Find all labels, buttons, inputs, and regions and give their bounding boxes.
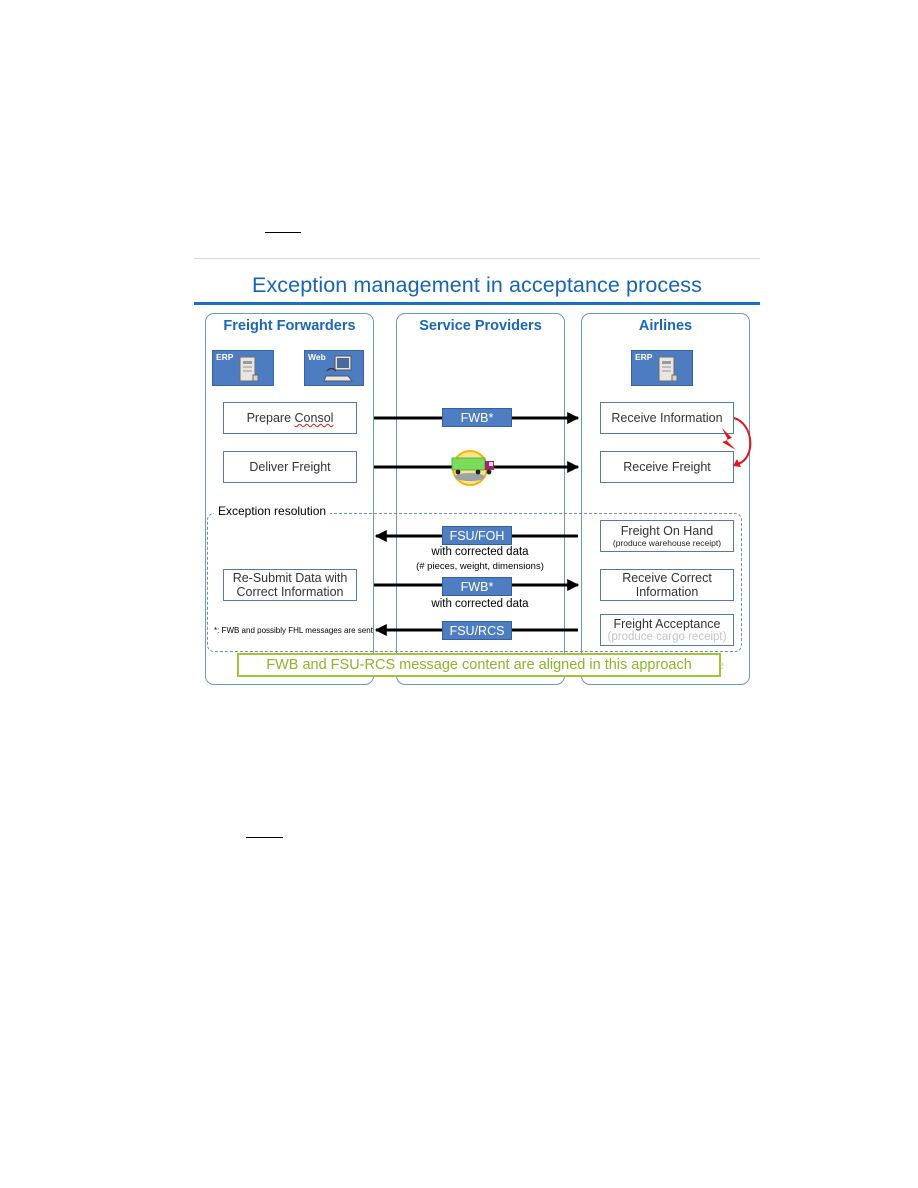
title-rule — [194, 302, 760, 305]
server-tower-icon — [239, 356, 259, 382]
step-receive-freight-text: Receive Freight — [623, 460, 711, 474]
lane-airlines: Airlines — [581, 313, 750, 685]
step-freight-acceptance-text: Freight Acceptance — [613, 616, 721, 631]
step-receive-information-text: Receive Information — [611, 411, 723, 425]
step-receive-correct-line1: Receive Correct — [622, 571, 712, 585]
exception-resolution-label: Exception resolution — [214, 504, 331, 518]
step-freight-on-hand: Freight On Hand (produce warehouse recei… — [600, 520, 734, 552]
fwb-corrected-note: with corrected data — [431, 598, 529, 610]
figure-top-rule — [194, 258, 760, 259]
loop-arrow-icon — [722, 417, 752, 467]
step-freight-acceptance: Freight Acceptance (produce cargo receip… — [600, 614, 734, 646]
message-fsu-rcs-label: FSU/RCS — [449, 623, 505, 638]
step-receive-freight: Receive Freight — [600, 451, 734, 483]
step-prepare-consol-word: Prepare — [246, 411, 295, 425]
alignment-banner: FWB and FSU-RCS message content are alig… — [237, 653, 721, 677]
step-resubmit-line2: Correct Information — [236, 585, 344, 599]
airline-erp-label: ERP — [635, 352, 653, 362]
forwarder-web-label: Web — [308, 352, 326, 362]
step-consol-word: Consol — [294, 411, 334, 425]
lane-title-freight-forwarders: Freight Forwarders — [223, 318, 356, 334]
computer-terminal-icon — [323, 355, 354, 382]
underline-mark-bottom — [246, 837, 283, 838]
step-receive-information: Receive Information — [600, 402, 734, 434]
forwarder-web-system: Web — [304, 350, 364, 386]
step-freight-on-hand-text: Freight On Hand — [620, 524, 714, 538]
step-deliver-freight: Deliver Freight — [223, 451, 357, 483]
lane-title-service-providers: Service Providers — [419, 318, 542, 334]
message-fsu-foh-label: FSU/FOH — [449, 528, 505, 543]
fsu-foh-note-detail: (# pieces, weight, dimensions) — [416, 561, 544, 572]
exception-resolution-frame — [207, 513, 742, 652]
forwarder-erp-system: ERP — [212, 350, 274, 386]
lane-title-airlines: Airlines — [638, 318, 693, 334]
underline-mark-top — [265, 232, 301, 233]
message-fsu-foh: FSU/FOH — [442, 526, 512, 545]
forwarder-erp-label: ERP — [216, 352, 234, 362]
step-freight-acceptance-sub: (produce cargo receipt) — [607, 630, 727, 643]
truck-icon — [451, 450, 494, 486]
step-receive-correct-information: Receive Correct Information — [600, 569, 734, 601]
step-deliver-freight-text: Deliver Freight — [249, 460, 331, 474]
footnote: *: FWB and possibly FHL messages are sen… — [214, 626, 373, 635]
alignment-banner-text: FWB and FSU-RCS message content are alig… — [266, 657, 692, 673]
airline-erp-system: ERP — [631, 350, 693, 386]
server-tower-icon — [658, 356, 678, 382]
message-fwb-corrected: FWB* — [442, 577, 512, 596]
lane-freight-forwarders: Freight Forwarders — [205, 313, 374, 685]
step-receive-correct-line2: Information — [635, 585, 699, 599]
lane-service-providers: Service Providers — [396, 313, 565, 685]
step-resubmit-data: Re-Submit Data with Correct Information — [223, 569, 357, 601]
message-fwb-corrected-label: FWB* — [460, 579, 494, 594]
step-resubmit-line1: Re-Submit Data with — [232, 571, 348, 585]
step-prepare-consol: Prepare Consol — [223, 402, 357, 434]
step-freight-on-hand-sub: (produce warehouse receipt) — [612, 538, 722, 548]
fsu-foh-note: with corrected data — [431, 546, 529, 558]
message-fwb: FWB* — [442, 408, 512, 427]
step-prepare-consol-text: Prepare Consol — [247, 411, 334, 425]
message-fsu-rcs: FSU/RCS — [442, 621, 512, 640]
figure-title: Exception management in acceptance proce… — [252, 273, 702, 297]
exception-management-figure: Exception management in acceptance proce… — [194, 258, 760, 686]
message-fwb-label: FWB* — [460, 410, 494, 425]
